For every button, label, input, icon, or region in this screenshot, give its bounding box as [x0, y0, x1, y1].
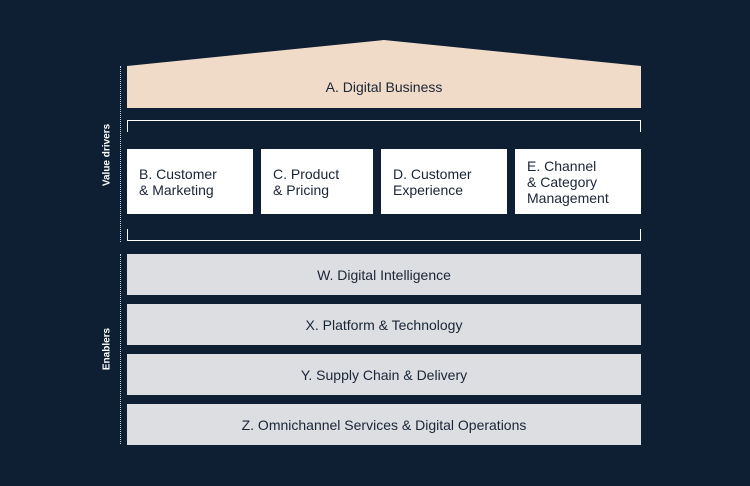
enabler-bar-omnichannel: Z. Omnichannel Services & Digital Operat…: [127, 404, 641, 445]
enablers-label: Enablers: [101, 327, 113, 371]
enabler-bar-digital-intelligence: W. Digital Intelligence: [127, 254, 641, 295]
driver-box-customer-marketing: B. Customer & Marketing: [127, 149, 253, 214]
value-drivers-dotted-line: [120, 66, 121, 242]
roof-shape: [127, 40, 641, 108]
enabler-bar-supply-chain: Y. Supply Chain & Delivery: [127, 354, 641, 395]
driver-box-channel-category: E. Channel & Category Management: [515, 149, 641, 214]
value-drivers-top-bracket: [127, 120, 641, 132]
digital-business-label: A. Digital Business: [325, 79, 443, 95]
roof-polygon: [127, 40, 641, 108]
driver-box-product-pricing: C. Product & Pricing: [261, 149, 373, 214]
enablers-dotted-line: [120, 254, 121, 444]
driver-box-customer-experience: D. Customer Experience: [381, 149, 507, 214]
value-drivers-bottom-bracket: [127, 229, 641, 241]
value-drivers-label: Value drivers: [101, 123, 113, 187]
enabler-bar-platform-technology: X. Platform & Technology: [127, 304, 641, 345]
